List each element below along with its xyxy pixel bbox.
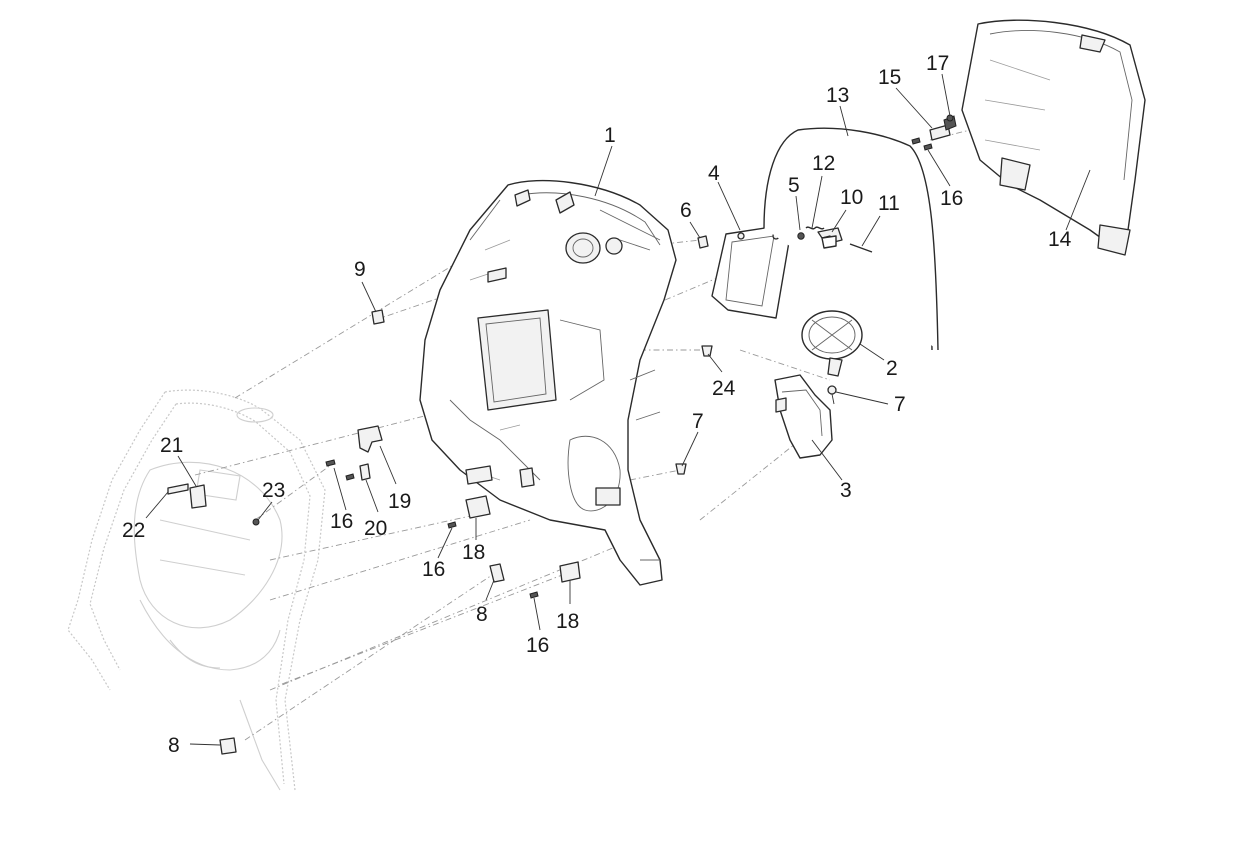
callout-9: 9 (354, 258, 366, 281)
callout-17: 17 (926, 52, 949, 75)
part-2-cap (801, 310, 863, 377)
part-10-latch (817, 227, 843, 249)
fasteners (167, 137, 933, 755)
callout-11: 11 (878, 192, 900, 215)
callout-13: 13 (826, 84, 849, 107)
callout-16-upper-right: 16 (940, 187, 963, 210)
callout-23: 23 (262, 479, 285, 502)
callout-16-bottom: 16 (526, 634, 549, 657)
callout-21: 21 (160, 434, 183, 457)
part-3-bracket (774, 374, 833, 459)
callout-16-left: 16 (330, 510, 353, 533)
leader-lines (145, 73, 1091, 746)
part-1-leg-shield (419, 179, 677, 586)
callout-5: 5 (788, 174, 800, 197)
callout-16-center: 16 (422, 558, 445, 581)
callout-6: 6 (680, 199, 692, 222)
callout-8-lower: 8 (168, 734, 180, 757)
ghost-front-shield (67, 389, 326, 791)
callout-22: 22 (122, 519, 145, 542)
callout-19: 19 (388, 490, 411, 513)
part-13-seal (763, 127, 939, 351)
callout-4: 4 (708, 162, 720, 185)
callout-8-upper: 8 (476, 603, 488, 626)
part-6-clip (697, 235, 709, 249)
callout-10: 10 (840, 186, 863, 209)
part-17-screw (943, 114, 957, 131)
callout-3: 3 (840, 479, 852, 502)
callout-2: 2 (886, 357, 898, 380)
callout-7-lower: 7 (692, 410, 704, 433)
callout-7-upper: 7 (894, 393, 906, 416)
callout-1: 1 (604, 124, 616, 147)
callout-18-lower: 18 (556, 610, 579, 633)
callout-labels: 1 2 3 4 5 6 7 7 8 8 9 10 11 12 13 14 15 … (122, 52, 1072, 757)
callout-15: 15 (878, 66, 901, 89)
callout-14: 14 (1048, 228, 1072, 251)
callout-18-upper: 18 (462, 541, 485, 564)
part-11-pin (849, 243, 873, 253)
callout-12: 12 (812, 152, 835, 175)
part-4-door (711, 225, 791, 319)
part-14-panel (961, 19, 1146, 256)
part-12-spring (805, 226, 825, 230)
callout-24: 24 (712, 377, 736, 400)
part-5-clip (797, 232, 805, 240)
part-15-bracket (929, 124, 951, 141)
callout-20: 20 (364, 517, 387, 540)
